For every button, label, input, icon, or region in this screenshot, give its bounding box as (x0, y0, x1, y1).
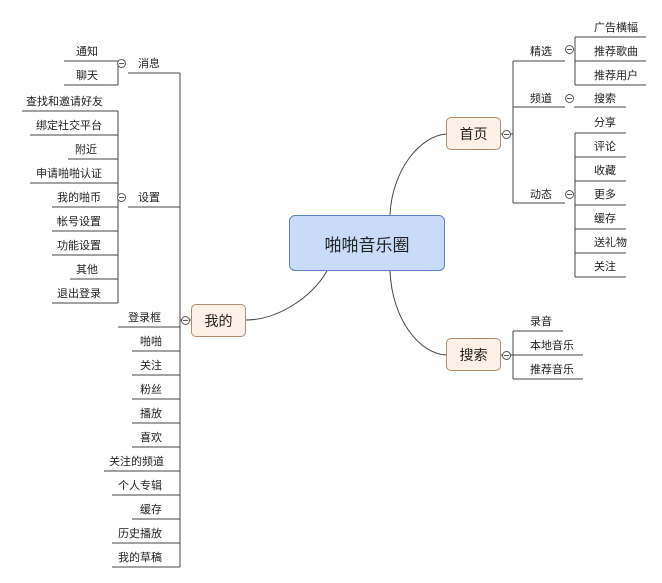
mine-item: 关注 (140, 359, 162, 372)
feed-item: 送礼物 (594, 236, 627, 249)
featured-item: 推荐用户 (594, 69, 638, 82)
settings-item: 功能设置 (57, 239, 101, 252)
mine-item: 播放 (140, 407, 162, 420)
feed-item: 缓存 (594, 212, 616, 225)
channel-collapse-toggle[interactable] (565, 94, 574, 103)
search-item: 本地音乐 (530, 339, 574, 352)
settings-item: 绑定社交平台 (36, 119, 102, 132)
mine-item: 我的草稿 (118, 551, 162, 564)
home-node[interactable]: 首页 (446, 117, 501, 150)
featured-item: 广告横幅 (594, 21, 638, 34)
home-collapse-toggle[interactable] (502, 130, 511, 139)
feed-item: 关注 (594, 260, 616, 273)
messages-item: 聊天 (76, 69, 98, 82)
settings-label: 设置 (138, 191, 160, 204)
settings-item: 附近 (75, 143, 97, 156)
featured-label: 精选 (530, 45, 552, 58)
settings-item: 帐号设置 (57, 215, 101, 228)
mine-item: 啪啪 (140, 335, 162, 348)
search-collapse-toggle[interactable] (502, 351, 511, 360)
channel-label: 频道 (530, 92, 552, 105)
root-node[interactable]: 啪啪音乐圈 (289, 215, 445, 271)
feed-item: 评论 (594, 140, 616, 153)
settings-item: 申请啪啪认证 (36, 167, 102, 180)
channel-item: 搜索 (594, 92, 616, 105)
messages-label: 消息 (138, 57, 160, 70)
mine-item: 历史播放 (118, 527, 162, 540)
mine-collapse-toggle[interactable] (181, 316, 190, 325)
feed-item: 收藏 (594, 164, 616, 177)
mine-item: 登录框 (128, 311, 161, 324)
mine-item: 粉丝 (140, 383, 162, 396)
messages-item: 通知 (76, 45, 98, 58)
mine-item: 缓存 (140, 503, 162, 516)
search-item: 推荐音乐 (530, 363, 574, 376)
search-node[interactable]: 搜索 (446, 338, 501, 371)
feed-item: 更多 (594, 188, 616, 201)
feed-item: 分享 (594, 116, 616, 129)
search-item: 录音 (530, 315, 552, 328)
settings-item: 其他 (76, 263, 98, 276)
settings-item: 我的啪币 (57, 191, 101, 204)
featured-item: 推荐歌曲 (594, 45, 638, 58)
settings-collapse-toggle[interactable] (117, 193, 126, 202)
mine-node[interactable]: 我的 (191, 304, 246, 337)
featured-collapse-toggle[interactable] (565, 45, 574, 54)
feed-label: 动态 (530, 188, 552, 201)
mine-item: 喜欢 (140, 431, 162, 444)
settings-item: 查找和邀请好友 (26, 95, 103, 108)
mine-item: 关注的频道 (109, 455, 164, 468)
messages-collapse-toggle[interactable] (117, 59, 126, 68)
settings-item: 退出登录 (57, 287, 101, 300)
mine-item: 个人专辑 (118, 479, 162, 492)
feed-collapse-toggle[interactable] (565, 190, 574, 199)
